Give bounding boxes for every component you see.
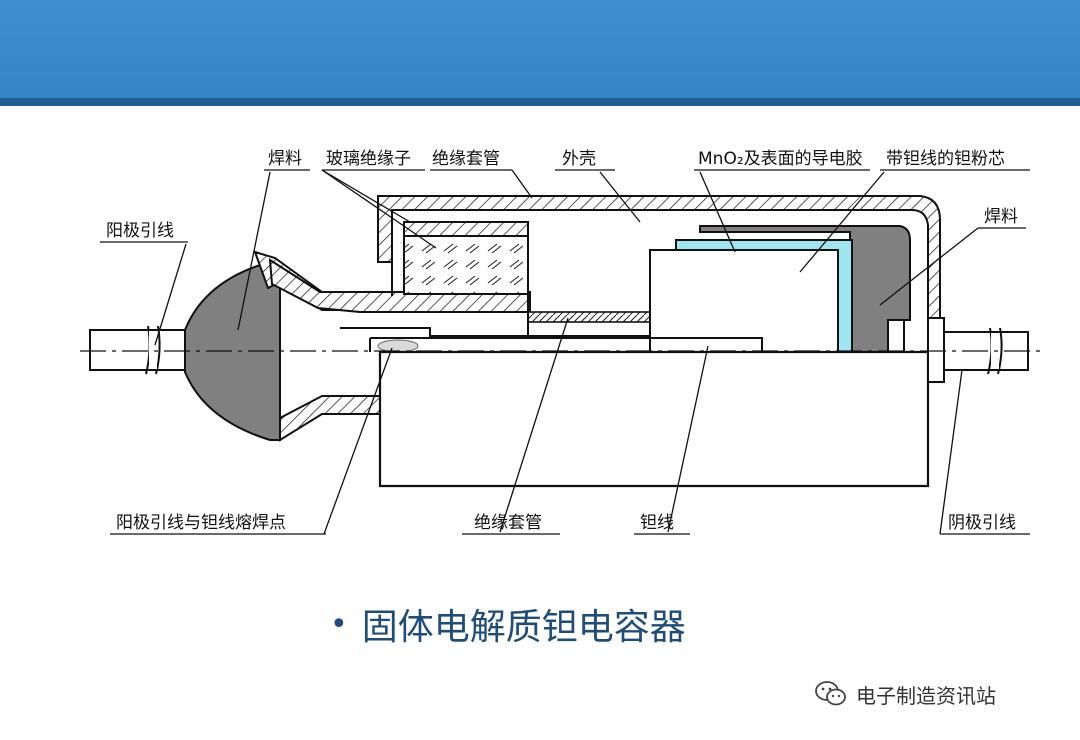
- label-cathode-lead: 阴极引线: [948, 513, 1016, 533]
- label-tantalum-core: 带钽线的钽粉芯: [886, 149, 1005, 169]
- label-mno2: MnO₂及表面的导电胶: [698, 149, 863, 169]
- header-underline: [0, 98, 1080, 106]
- label-tantalum-wire: 钽线: [640, 513, 674, 533]
- label-insulating-sleeve-top: 绝缘套管: [432, 149, 500, 169]
- label-anode-lead: 阳极引线: [106, 221, 174, 241]
- watermark: 电子制造资讯站: [814, 676, 996, 712]
- label-shell: 外壳: [562, 149, 596, 169]
- capacitor-lower-body: [378, 350, 930, 488]
- solder-left: [184, 261, 281, 441]
- caption: • 固体电解质钽电容器: [330, 596, 686, 652]
- label-insulating-sleeve-bottom: 绝缘套管: [474, 513, 542, 533]
- watermark-text: 电子制造资讯站: [856, 683, 996, 708]
- wechat-icon: [815, 681, 846, 706]
- label-solder-right: 焊料: [984, 207, 1018, 227]
- label-glass-insulator: 玻璃绝缘子: [326, 149, 411, 169]
- header-band: [0, 0, 1080, 100]
- label-anode-weld-point: 阳极引线与钽线熔焊点: [116, 513, 286, 533]
- caption-text: 固体电解质钽电容器: [361, 607, 686, 648]
- leader-lines: [100, 169, 1030, 535]
- label-solder-left: 焊料: [268, 149, 302, 169]
- tantalum-core: [649, 249, 839, 353]
- caption-bullet: •: [330, 606, 348, 642]
- weld-point: [377, 339, 419, 353]
- insulating-sleeve: [527, 311, 651, 323]
- outer-case: [377, 195, 941, 321]
